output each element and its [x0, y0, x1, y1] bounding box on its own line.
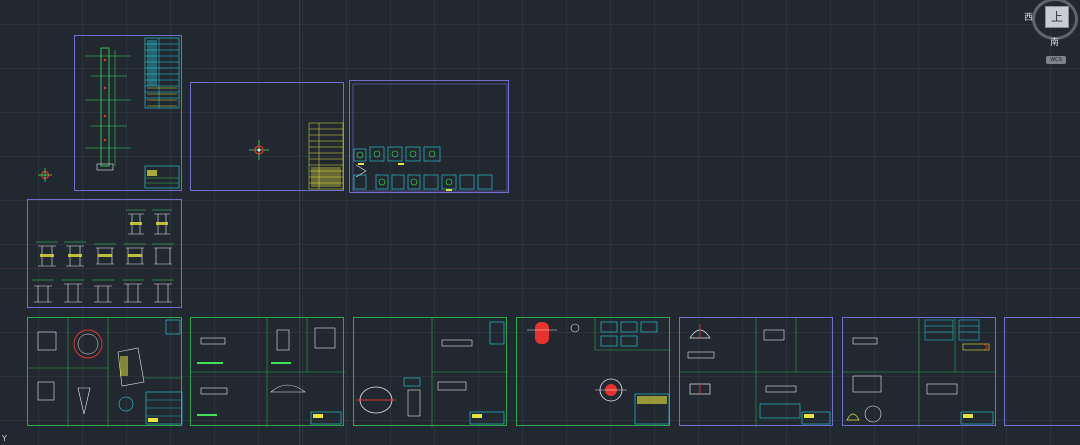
x-axis-line	[0, 268, 1080, 269]
sheet-section-grid[interactable]	[27, 199, 182, 308]
sheet-nozzle-plan[interactable]	[190, 82, 344, 191]
sheet-bottom-3-drawing	[356, 318, 508, 427]
sheet-bottom-3[interactable]	[353, 317, 508, 427]
nozzle-plan-drawing	[249, 122, 344, 190]
sheet-bottom-4-drawing	[527, 318, 671, 425]
detail-array-drawing	[352, 83, 508, 192]
stray-symbol[interactable]	[38, 168, 52, 182]
sheet-bottom-1[interactable]	[27, 317, 183, 427]
sheet-detail-array[interactable]	[349, 80, 509, 193]
ucs-y-label: Y	[2, 434, 7, 443]
tower-elevation-drawing	[85, 37, 180, 189]
sheet-bottom-2-drawing	[191, 318, 345, 427]
viewcube-compass-ring[interactable]	[1032, 0, 1078, 40]
sheet-bottom-6-drawing	[843, 318, 997, 427]
wcs-menu-button[interactable]: WCS	[1046, 56, 1066, 64]
sheet-tower-elevation[interactable]	[74, 35, 182, 191]
sheet-bottom-4[interactable]	[516, 317, 671, 426]
section-grid-drawing	[32, 209, 174, 303]
sheet-bottom-2[interactable]	[190, 317, 345, 427]
compass-south-label[interactable]: 南	[1050, 38, 1060, 48]
y-axis-line	[299, 0, 300, 445]
sheet-bottom-7[interactable]	[1004, 317, 1080, 426]
sheet-bottom-6[interactable]	[842, 317, 997, 427]
sheet-bottom-1-drawing	[28, 318, 183, 427]
sheet-bottom-5[interactable]	[679, 317, 834, 427]
compass-west-label[interactable]: 西	[1024, 13, 1034, 23]
viewcube-top-face[interactable]: 上	[1045, 6, 1069, 28]
sheet-bottom-5-drawing	[680, 318, 834, 427]
viewcube[interactable]: 上 西 南	[1024, 0, 1080, 50]
